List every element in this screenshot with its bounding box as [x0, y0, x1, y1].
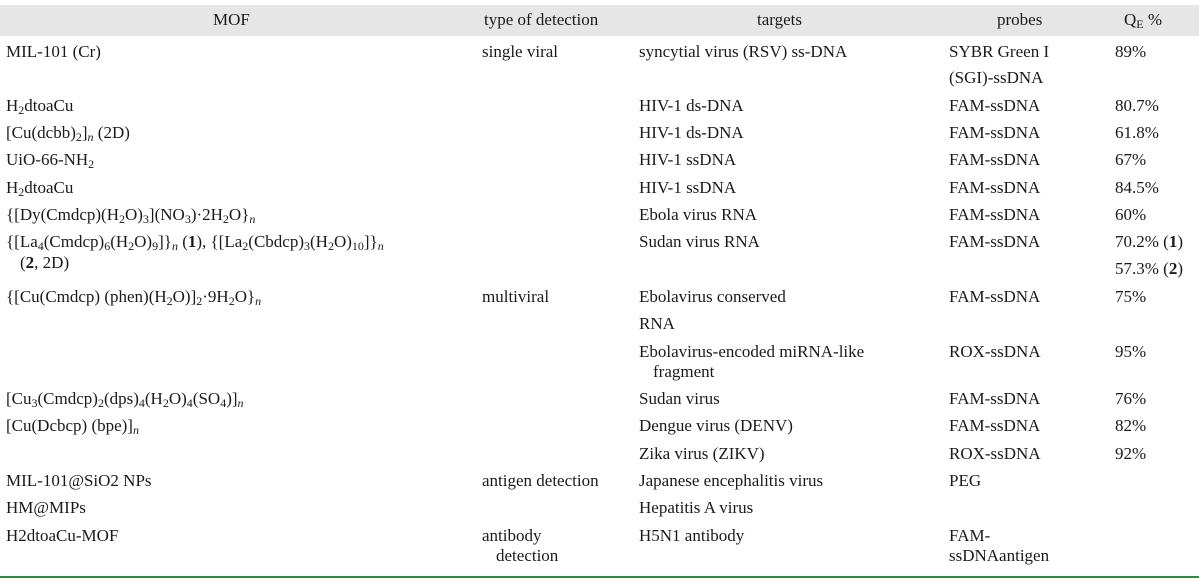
- row15-target: H5N1 antibody: [639, 526, 745, 545]
- row9-target-line2: fragment: [653, 362, 715, 381]
- row8-mof: {[Cu(Cmdcp) (phen)(H2O)]2·9H2O}n: [6, 287, 262, 308]
- row13-detection: antigen detection: [482, 471, 599, 490]
- row1-target: syncytial virus (RSV) ss-DNA: [639, 42, 848, 61]
- row11-mof: [Cu(Dcbcp) (bpe)]n: [6, 416, 139, 437]
- row10-target: Sudan virus: [639, 389, 720, 408]
- row13-target: Japanese encephalitis virus: [639, 471, 824, 490]
- row3-probe: FAM-ssDNA: [949, 123, 1041, 142]
- row3-target: HIV-1 ds-DNA: [639, 123, 744, 142]
- row11-qe: 82%: [1115, 416, 1147, 435]
- row14-mof: HM@MIPs: [6, 498, 86, 517]
- row15-detection-line2: detection: [496, 546, 559, 565]
- row4-mof: UiO-66-NH2: [6, 150, 95, 171]
- row8-target-line2: RNA: [639, 314, 675, 333]
- row6-target: Ebola virus RNA: [639, 205, 758, 224]
- row14-target: Hepatitis A virus: [639, 498, 754, 517]
- row8-probe: FAM-ssDNA: [949, 287, 1041, 306]
- row2-qe: 80.7%: [1115, 96, 1159, 115]
- row7-qe1: 70.2% (1): [1115, 232, 1183, 251]
- row2-mof: H2dtoaCu: [6, 96, 74, 117]
- row15-mof: H2dtoaCu-MOF: [6, 526, 119, 545]
- row15-detection-line1: antibody: [482, 526, 542, 545]
- header-mof: MOF: [213, 10, 250, 29]
- row1-probe-line2: (SGI)-ssDNA: [949, 68, 1044, 87]
- row3-mof: [Cu(dcbb)2]n (2D): [6, 123, 130, 144]
- row10-qe: 76%: [1115, 389, 1147, 408]
- row1-detection: single viral: [482, 42, 559, 61]
- table-header: MOF type of detection targets probes QE …: [0, 5, 1199, 36]
- header-probes: probes: [997, 10, 1043, 29]
- row6-mof: {[Dy(Cmdcp)(H2O)3](NO3)·2H2O}n: [6, 205, 256, 226]
- row13-probe: PEG: [949, 471, 982, 490]
- row2-probe: FAM-ssDNA: [949, 96, 1041, 115]
- row10-probe: FAM-ssDNA: [949, 389, 1041, 408]
- row7-mof-line2: (2, 2D): [20, 253, 70, 272]
- row12-probe: ROX-ssDNA: [949, 444, 1041, 463]
- row4-qe: 67%: [1115, 150, 1147, 169]
- row7-mof-line1: {[La4(Cmdcp)6(H2O)9]}n (1), {[La2(Cbdcp)…: [6, 232, 384, 253]
- row8-detection: multiviral: [482, 287, 550, 306]
- header-qe: QE %: [1124, 10, 1163, 31]
- row6-probe: FAM-ssDNA: [949, 205, 1041, 224]
- row4-target: HIV-1 ssDNA: [639, 150, 737, 169]
- row1-probe-line1: SYBR Green I: [949, 42, 1050, 61]
- row8-target-line1: Ebolavirus conserved: [639, 287, 786, 306]
- row8-qe: 75%: [1115, 287, 1147, 306]
- row1-mof: MIL-101 (Cr): [6, 42, 101, 61]
- header-targets: targets: [757, 10, 803, 29]
- row1-qe: 89%: [1115, 42, 1147, 61]
- row9-probe: ROX-ssDNA: [949, 342, 1041, 361]
- row7-qe2: 57.3% (2): [1115, 259, 1183, 278]
- row12-target: Zika virus (ZIKV): [639, 444, 765, 463]
- row2-target: HIV-1 ds-DNA: [639, 96, 744, 115]
- row5-qe: 84.5%: [1115, 178, 1159, 197]
- row12-qe: 92%: [1115, 444, 1147, 463]
- row7-target: Sudan virus RNA: [639, 232, 760, 251]
- row11-target: Dengue virus (DENV): [639, 416, 793, 435]
- row15-probe-line2: ssDNAantigen: [949, 546, 1050, 565]
- row5-target: HIV-1 ssDNA: [639, 178, 737, 197]
- row13-mof: MIL-101@SiO2 NPs: [6, 471, 152, 490]
- row9-target-line1: Ebolavirus-encoded miRNA-like: [639, 342, 865, 361]
- row4-probe: FAM-ssDNA: [949, 150, 1041, 169]
- row7-probe: FAM-ssDNA: [949, 232, 1041, 251]
- header-detection: type of detection: [484, 10, 599, 29]
- row9-qe: 95%: [1115, 342, 1147, 361]
- row5-probe: FAM-ssDNA: [949, 178, 1041, 197]
- row5-mof: H2dtoaCu: [6, 178, 74, 199]
- table-bottom-rule: [0, 576, 1199, 578]
- row3-qe: 61.8%: [1115, 123, 1159, 142]
- row11-probe: FAM-ssDNA: [949, 416, 1041, 435]
- row10-mof: [Cu3(Cmdcp)2(dps)4(H2O)4(SO4)]n: [6, 389, 244, 410]
- row15-probe-line1: FAM-: [949, 526, 991, 545]
- row6-qe: 60%: [1115, 205, 1147, 224]
